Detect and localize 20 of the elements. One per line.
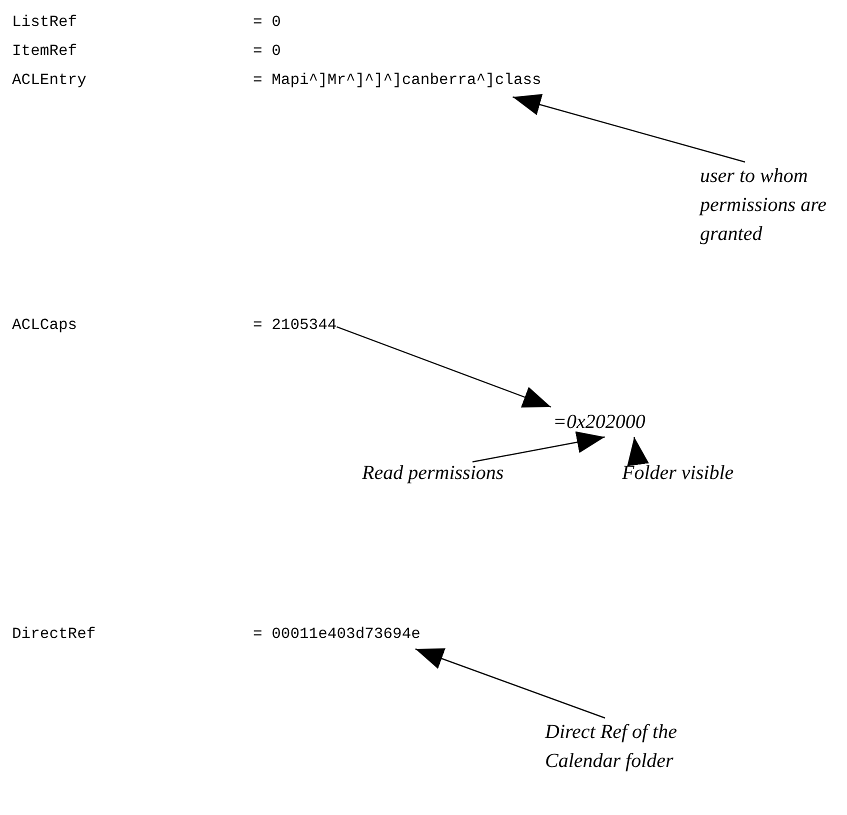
field-name: ItemRef [12, 42, 78, 60]
leader-arrow [512, 94, 746, 163]
leader-arrow [627, 436, 649, 466]
annotation-text: user to whom permissions are granted [700, 162, 847, 249]
field-name: = 0 [253, 42, 281, 60]
field-value: = 2105344 [253, 316, 337, 334]
field-name: DirectRef [12, 625, 96, 643]
annotation-text: =0x202000 [553, 408, 693, 437]
annotation-text: Direct Ref of the Calendar folder [545, 718, 695, 776]
field-name: ACLEntry [12, 71, 86, 89]
field-value: = 00011e403d73694e [253, 625, 420, 643]
field-value: = Mapi^]Mr^]^]^]canberra^]class [253, 71, 542, 89]
annotation-text: Folder visible [622, 459, 734, 488]
field-name: = 0 [253, 13, 281, 31]
leader-arrow [472, 431, 605, 462]
leader-arrow [415, 648, 606, 719]
annotation-text: Read permissions [362, 459, 504, 488]
field-name: ACLCaps [12, 316, 78, 334]
leader-arrow [336, 326, 552, 408]
field-name: ListRef [12, 13, 78, 31]
